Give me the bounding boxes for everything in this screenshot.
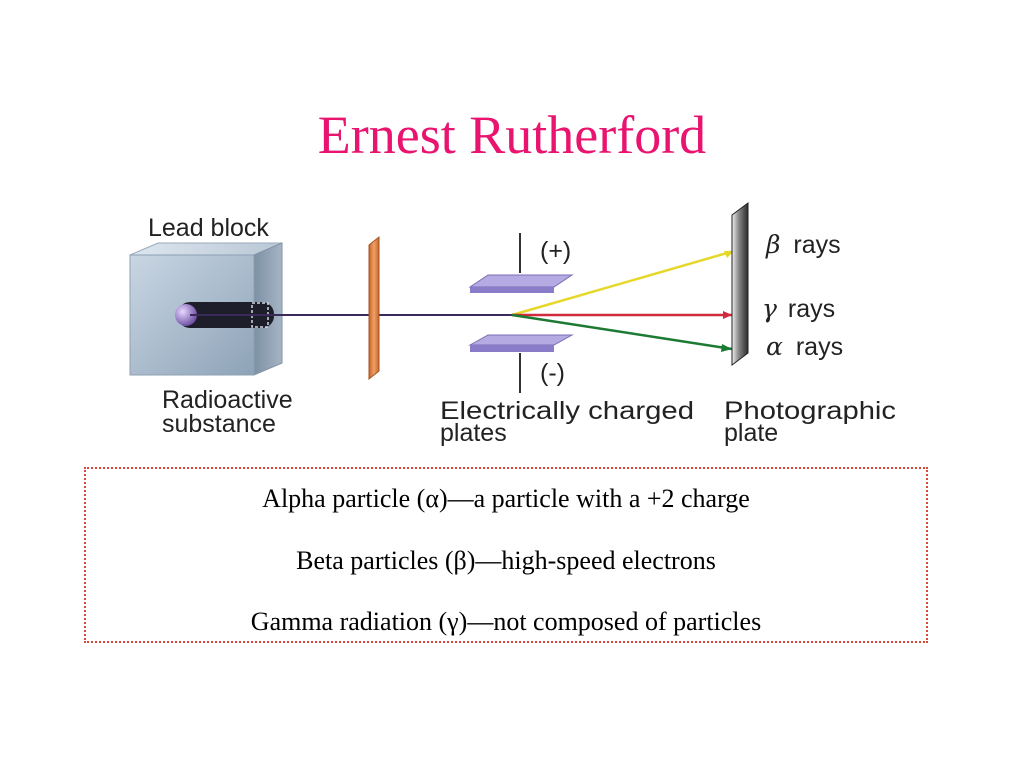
beta-description: Beta particles (β)—high-speed electrons — [296, 546, 716, 575]
plates-label: Electrically charged — [440, 397, 694, 425]
beta-ray — [511, 249, 735, 317]
plates-label-2: plates — [440, 419, 507, 447]
slide-title: Ernest Rutherford — [317, 105, 707, 165]
beta-symbol: β — [765, 230, 780, 259]
beta-rays-label: β rays — [765, 230, 841, 259]
positive-plate-label: (+) — [540, 237, 571, 265]
radioactive-source — [175, 304, 197, 326]
alpha-ray — [511, 313, 733, 351]
alpha-rays-label: α rays — [766, 332, 843, 361]
lead-shield — [368, 235, 380, 381]
alpha-symbol: α — [766, 332, 783, 361]
gamma-symbol: γ — [762, 294, 777, 323]
gamma-rays-label: γ rays — [762, 294, 835, 323]
gamma-rays-word: rays — [788, 295, 835, 323]
alpha-rays-word: rays — [796, 333, 843, 361]
radioactive-label: Radioactive — [162, 386, 293, 414]
rutherford-diagram: Lead block Radioactive substance (+) (-)… — [129, 202, 896, 447]
lead-block-label: Lead block — [148, 214, 269, 242]
info-box: Alpha particle (α)—a particle with a +2 … — [84, 467, 928, 643]
positive-plate — [468, 233, 574, 293]
alpha-description: Alpha particle (α)—a particle with a +2 … — [262, 484, 750, 513]
lead-block — [129, 242, 283, 376]
beta-rays-word: rays — [793, 231, 840, 259]
photographic-plate — [731, 202, 749, 366]
substance-label: substance — [162, 410, 276, 438]
gamma-description: Gamma radiation (γ)—not composed of part… — [250, 607, 762, 636]
negative-plate-label: (-) — [540, 359, 565, 387]
photographic-label: Photographic — [724, 397, 896, 425]
negative-plate — [468, 334, 574, 393]
photographic-label-2: plate — [724, 419, 778, 447]
